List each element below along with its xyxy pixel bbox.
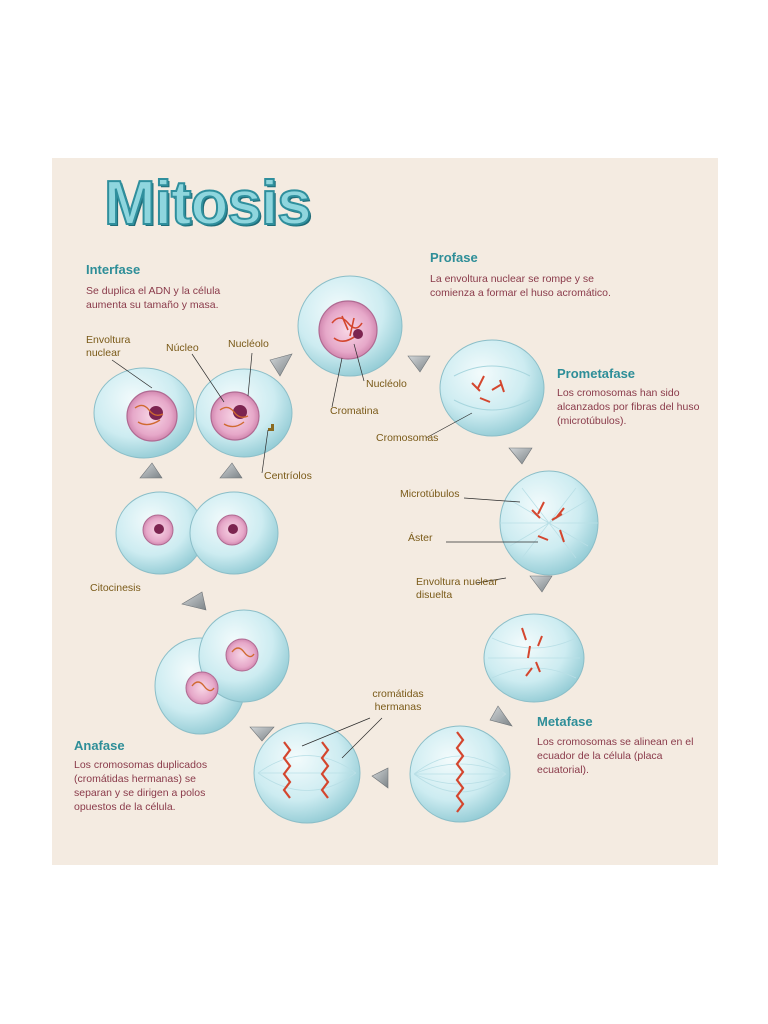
telofase-cell [154, 609, 290, 735]
prometafase-description: Los cromosomas han sido alcanzados por f… [557, 387, 700, 427]
mitosis-poster: Mitosis Interfase Se duplica el ADN y la… [52, 158, 718, 865]
interfase-heading: Interfase [86, 262, 141, 277]
leader-lines [111, 343, 538, 759]
profase-heading: Profase [430, 250, 478, 265]
interfase-description: Se duplica el ADN y la célula aumenta su… [86, 285, 221, 311]
interfase-cell-right [195, 368, 293, 458]
label-envoltura-disuelta: Envoltura nuclear disuelta [416, 576, 498, 601]
profase-cell [297, 275, 403, 377]
metafase-heading: Metafase [537, 714, 593, 729]
prometafase-heading: Prometafase [557, 366, 636, 381]
label-nucleolo-profase: Nucléolo [366, 378, 407, 390]
label-centriolos: Centríolos [264, 470, 312, 482]
label-cromatina: Cromatina [330, 405, 379, 417]
profase-description: La envoltura nuclear se rompe y se comie… [430, 273, 611, 299]
metafase-description: Los cromosomas se alinean en el ecuador … [537, 736, 694, 776]
label-nucleo: Núcleo [166, 342, 199, 354]
citocinesis-cells [115, 491, 279, 575]
prometafase-cell [439, 339, 545, 437]
label-cromatidas-hermanas: cromátidas hermanas [372, 688, 424, 713]
poster-title: Mitosis [103, 168, 313, 239]
label-nucleolo-interfase: Nucléolo [228, 338, 269, 350]
prometafase-late-cell [483, 613, 585, 703]
label-microtubulos: Microtúbulos [400, 488, 460, 500]
metafase-cell [409, 725, 511, 823]
label-cromosomas: Cromosomas [376, 432, 439, 444]
interfase-cell-left [93, 367, 195, 459]
gray-arrow-triangle [139, 353, 553, 789]
anafase-description: Los cromosomas duplicados (cromátidas he… [74, 759, 208, 813]
label-aster: Áster [408, 532, 433, 544]
anafase-heading: Anafase [74, 738, 125, 753]
anafase-cell [253, 722, 361, 824]
label-citocinesis: Citocinesis [90, 582, 141, 594]
cycle-illustration [93, 275, 599, 824]
microtubulos-cell [499, 470, 599, 576]
label-envoltura-nuclear: Envoltura nuclear [86, 334, 131, 359]
